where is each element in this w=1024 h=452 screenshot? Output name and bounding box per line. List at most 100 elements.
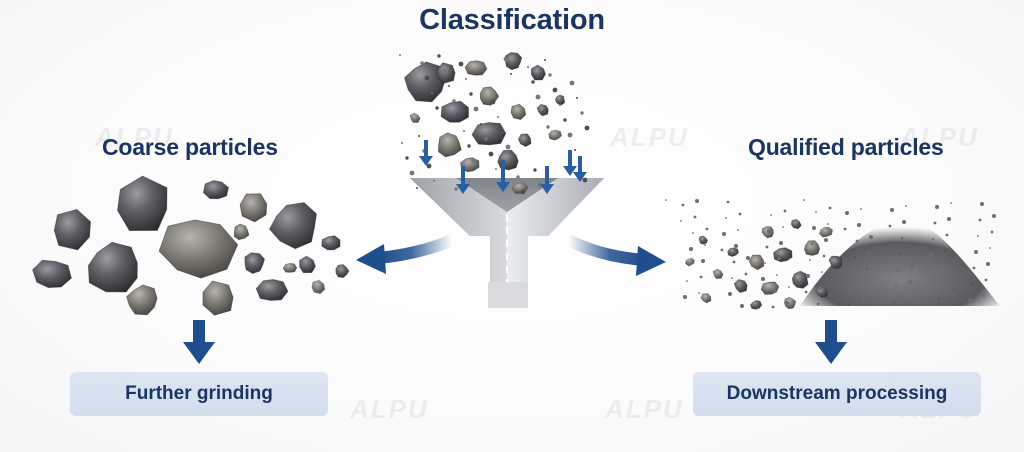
coarse-rock (299, 255, 316, 274)
particle (535, 94, 541, 100)
watermark-logo: ALPU (605, 394, 684, 424)
watermark-logo: ALPU (610, 122, 689, 152)
particle (771, 305, 775, 309)
particle (701, 259, 705, 263)
particle (984, 278, 988, 282)
particle (978, 218, 982, 222)
particle (893, 301, 895, 303)
particle (680, 220, 682, 222)
particle (512, 161, 514, 163)
particle (951, 293, 955, 297)
particle (687, 263, 691, 267)
falling-rock (497, 149, 519, 171)
particle (806, 274, 810, 278)
particle (452, 99, 456, 103)
particle (401, 142, 403, 144)
particle (725, 217, 727, 219)
fine-rock (733, 279, 748, 293)
particle (435, 106, 439, 110)
particle (469, 92, 473, 96)
downstream-processing-box: Downstream processing (693, 372, 981, 416)
fine-rock (685, 257, 695, 266)
fine-rock (750, 300, 763, 310)
particle (431, 92, 433, 94)
funnel-flow-arrows (419, 140, 587, 194)
particle (849, 287, 853, 291)
particle (698, 292, 700, 294)
particle (939, 281, 943, 285)
particle (546, 125, 550, 129)
coarse-rock (117, 175, 168, 232)
particle (574, 149, 576, 151)
particle (773, 289, 777, 293)
particle (887, 241, 889, 243)
coarse-rock (202, 180, 229, 200)
watermark-logo: ALPU (350, 394, 429, 424)
particle (731, 277, 733, 279)
left-arrow-shaft (377, 234, 455, 264)
particle (576, 97, 578, 99)
particle (947, 217, 951, 221)
particle (732, 260, 736, 264)
coarse-rock (126, 284, 158, 316)
particle (932, 238, 934, 240)
particle (828, 206, 832, 210)
particle (843, 227, 847, 231)
particle (929, 253, 933, 257)
particle (520, 189, 526, 195)
particle (851, 271, 855, 275)
particle (582, 177, 588, 183)
down-arrow-icon (815, 320, 847, 364)
left-arrow-head (356, 244, 386, 274)
particle (665, 199, 667, 201)
falling-rock (479, 86, 500, 106)
particle (424, 75, 430, 81)
falling-rock (437, 132, 462, 158)
down-arrow-icon (540, 166, 554, 194)
particle (689, 247, 693, 251)
particle (863, 283, 867, 287)
particle (728, 292, 732, 296)
qualified-particles-label: Qualified particles (748, 134, 944, 160)
particle (990, 230, 994, 234)
particle (743, 289, 745, 291)
particle (726, 200, 730, 204)
particle (809, 259, 811, 261)
falling-rock (504, 52, 523, 71)
particle (950, 202, 952, 204)
particle (584, 125, 590, 131)
falling-rock (536, 104, 549, 117)
particle (788, 286, 790, 288)
particle (848, 304, 850, 306)
particle (941, 265, 945, 269)
down-arrow-icon (573, 156, 587, 182)
particle (426, 163, 432, 169)
fine-rock (803, 240, 821, 256)
particle (911, 265, 913, 267)
particle (740, 304, 744, 308)
particle (681, 203, 685, 207)
funnel-right-wall (507, 178, 604, 300)
falling-rock (471, 122, 507, 146)
particle (537, 182, 543, 188)
particle (441, 68, 447, 74)
particle (827, 223, 829, 225)
down-arrow-icon (183, 320, 215, 364)
fine-rock (698, 235, 708, 245)
coarse-rock (255, 279, 289, 301)
particle (548, 73, 552, 77)
fine-rocks (665, 199, 996, 310)
coarse-particles-label: Coarse particles (102, 134, 278, 160)
particle (686, 280, 688, 282)
coarse-rock (158, 219, 239, 279)
falling-rock (548, 129, 562, 141)
particle (821, 271, 823, 273)
particle (812, 226, 816, 230)
coarse-rock (335, 264, 350, 278)
particle (977, 235, 979, 237)
particle (437, 54, 441, 58)
particle (992, 214, 996, 218)
particle (737, 229, 739, 231)
particle (465, 78, 467, 80)
particle (580, 111, 584, 115)
